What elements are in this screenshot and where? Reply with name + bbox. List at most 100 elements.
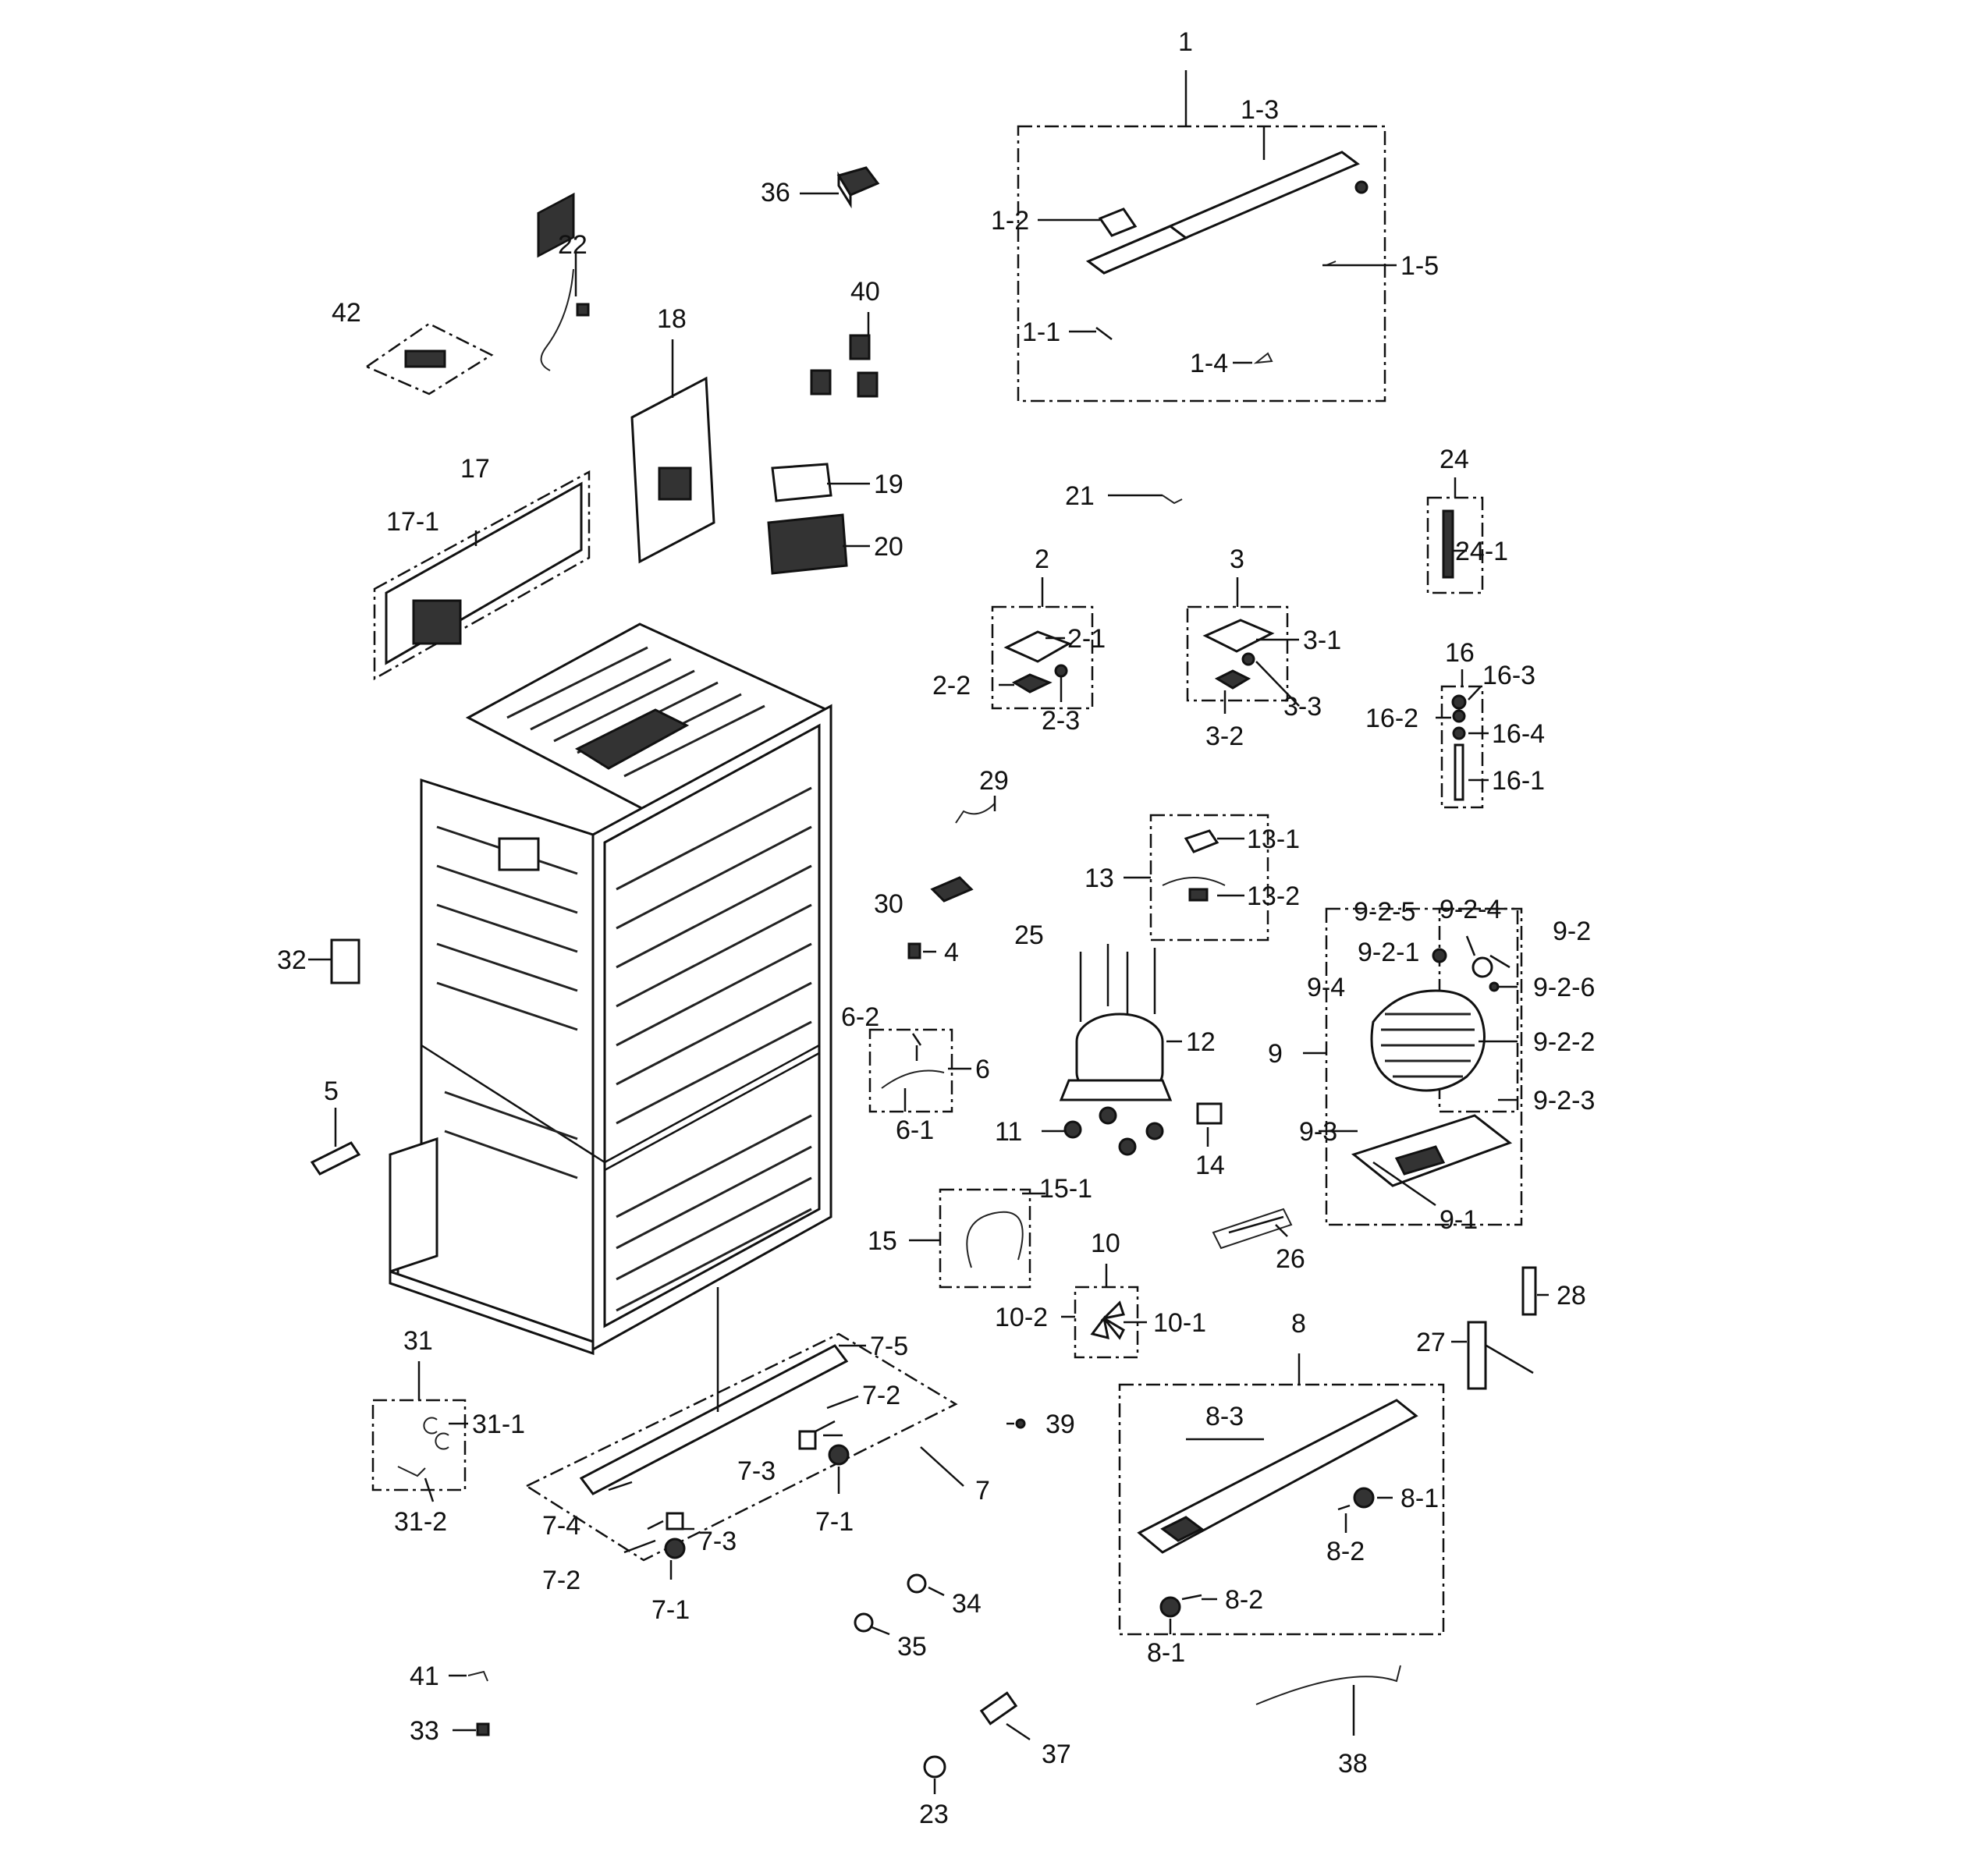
label-23: 23 bbox=[919, 1800, 949, 1829]
label-35: 35 bbox=[897, 1632, 927, 1662]
part-4 bbox=[907, 942, 921, 959]
label-31: 31 bbox=[403, 1326, 433, 1356]
label-7: 7 bbox=[975, 1476, 990, 1506]
label-33: 33 bbox=[410, 1716, 439, 1746]
label-14: 14 bbox=[1195, 1151, 1225, 1180]
label-12: 12 bbox=[1186, 1027, 1216, 1057]
label-2-2: 2-2 bbox=[932, 671, 971, 701]
label-10-2: 10-2 bbox=[995, 1303, 1048, 1332]
callout-labels: 1 1-3 1-2 1-5 1-1 1-4 36 22 42 18 40 19 … bbox=[277, 27, 1595, 1829]
label-16-2: 16-2 bbox=[1365, 704, 1418, 733]
label-7-3a: 7-3 bbox=[737, 1456, 776, 1486]
cabinet-assembly bbox=[389, 622, 832, 1356]
label-37: 37 bbox=[1042, 1740, 1071, 1769]
label-13-2: 13-2 bbox=[1247, 881, 1300, 911]
label-9-2-4: 9-2-4 bbox=[1440, 895, 1501, 924]
group-7 bbox=[524, 1287, 958, 1562]
label-3-2: 3-2 bbox=[1205, 722, 1244, 751]
group-10-fan bbox=[1074, 1264, 1139, 1359]
part-34 bbox=[907, 1573, 927, 1594]
label-1-5: 1-5 bbox=[1400, 251, 1439, 281]
label-10-1: 10-1 bbox=[1153, 1308, 1206, 1338]
group-9 bbox=[1325, 907, 1523, 1226]
label-9-3: 9-3 bbox=[1299, 1117, 1337, 1147]
label-9-4: 9-4 bbox=[1307, 973, 1345, 1002]
label-24-1: 24-1 bbox=[1455, 537, 1508, 566]
label-18: 18 bbox=[657, 304, 687, 334]
compressor-12 bbox=[1059, 944, 1173, 1156]
label-38: 38 bbox=[1338, 1749, 1368, 1779]
part-26 bbox=[1212, 1208, 1293, 1250]
label-40: 40 bbox=[850, 277, 880, 307]
label-27: 27 bbox=[1416, 1328, 1446, 1357]
label-10: 10 bbox=[1091, 1229, 1120, 1258]
group-31 bbox=[371, 1361, 467, 1491]
group-3 bbox=[1186, 577, 1289, 702]
label-7-1b: 7-1 bbox=[651, 1595, 690, 1625]
label-26: 26 bbox=[1276, 1244, 1305, 1274]
label-31-1: 31-1 bbox=[472, 1410, 525, 1439]
wire-38 bbox=[1255, 1665, 1401, 1705]
label-7-1a: 7-1 bbox=[815, 1507, 854, 1537]
label-8-3: 8-3 bbox=[1205, 1402, 1244, 1431]
label-8: 8 bbox=[1291, 1309, 1306, 1339]
label-1-1: 1-1 bbox=[1022, 317, 1060, 347]
label-8-1b: 8-1 bbox=[1147, 1638, 1185, 1668]
label-17: 17 bbox=[460, 454, 490, 484]
label-7-4: 7-4 bbox=[542, 1511, 580, 1541]
part-33 bbox=[476, 1722, 490, 1736]
label-1-3: 1-3 bbox=[1241, 95, 1279, 125]
label-39: 39 bbox=[1045, 1410, 1075, 1439]
label-31-2: 31-2 bbox=[394, 1507, 447, 1537]
group-13 bbox=[1149, 814, 1269, 942]
label-7-2b: 7-2 bbox=[542, 1566, 580, 1595]
label-6: 6 bbox=[975, 1055, 990, 1084]
label-2: 2 bbox=[1035, 544, 1049, 574]
label-8-1a: 8-1 bbox=[1400, 1484, 1439, 1513]
label-36: 36 bbox=[761, 178, 790, 207]
part-39 bbox=[1015, 1418, 1026, 1429]
label-22: 22 bbox=[558, 230, 588, 260]
label-42: 42 bbox=[332, 298, 361, 328]
board-20 bbox=[767, 513, 848, 575]
wire-22 bbox=[540, 268, 574, 371]
label-9-2-2: 9-2-2 bbox=[1533, 1027, 1595, 1057]
label-16: 16 bbox=[1445, 638, 1475, 668]
label-4: 4 bbox=[944, 938, 959, 967]
label-1-4: 1-4 bbox=[1190, 349, 1228, 378]
label-20: 20 bbox=[874, 532, 903, 562]
label-3-3: 3-3 bbox=[1283, 692, 1322, 722]
part-28 bbox=[1521, 1266, 1537, 1316]
label-28: 28 bbox=[1557, 1281, 1586, 1311]
part-30 bbox=[930, 876, 974, 903]
group-6 bbox=[868, 1028, 953, 1113]
label-9-2-6: 9-2-6 bbox=[1533, 973, 1595, 1002]
label-16-3: 16-3 bbox=[1482, 661, 1535, 690]
label-32: 32 bbox=[277, 945, 307, 975]
label-16-1: 16-1 bbox=[1492, 766, 1545, 796]
label-9: 9 bbox=[1268, 1039, 1283, 1069]
label-9-2-1: 9-2-1 bbox=[1358, 938, 1419, 967]
panel-18 bbox=[630, 376, 715, 564]
label-7-2a: 7-2 bbox=[862, 1381, 900, 1410]
part-32 bbox=[330, 938, 360, 984]
label-25: 25 bbox=[1014, 920, 1044, 950]
panel-17 bbox=[373, 192, 591, 681]
part-40 bbox=[810, 334, 879, 398]
label-5: 5 bbox=[324, 1076, 339, 1106]
label-24: 24 bbox=[1440, 445, 1469, 474]
board-19 bbox=[771, 463, 832, 502]
part-42 bbox=[364, 322, 494, 395]
label-30: 30 bbox=[874, 889, 903, 919]
label-6-1: 6-1 bbox=[896, 1115, 934, 1145]
label-15-1: 15-1 bbox=[1039, 1174, 1092, 1204]
part-37 bbox=[979, 1691, 1018, 1726]
group-1-hinge-bracket bbox=[1017, 70, 1386, 403]
label-6-2: 6-2 bbox=[841, 1002, 879, 1032]
group-8 bbox=[1118, 1353, 1445, 1636]
label-34: 34 bbox=[952, 1589, 982, 1619]
part-35 bbox=[854, 1612, 874, 1633]
label-21: 21 bbox=[1065, 481, 1095, 511]
part-27 bbox=[1467, 1321, 1534, 1390]
